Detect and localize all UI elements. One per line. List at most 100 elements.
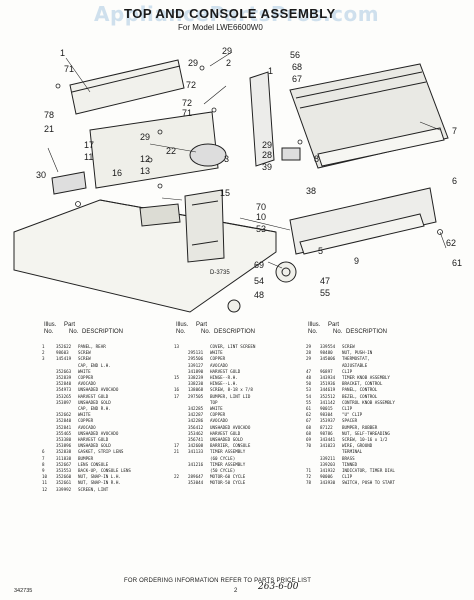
callout-78: 78 [44,110,55,120]
illus-no-cell: 72 [306,474,312,480]
illus-no-cell: 29 [306,356,312,362]
description-cell: SPACER [342,418,358,424]
callout-38: 38 [306,186,317,196]
table-row: ADJUSTABLE [306,363,395,369]
callout-39: 39 [262,162,273,172]
description-cell: SCREW, 10-16 x 1/2 [342,437,388,443]
part-no-cell: 338230 [188,381,204,387]
bracket-shape [51,171,87,195]
part-no-cell: 355465 [56,430,72,436]
illus-no-cell: 7 [42,455,45,461]
description-cell: WHITE [78,368,91,374]
description-cell: HINGE--L.H. [210,381,238,387]
description-cell: SCREW, 8-18 x 7/8 [210,387,253,393]
header-part: Part [328,322,340,328]
part-no-cell: 342608 [188,443,204,449]
callout-16: 16 [112,168,123,178]
description-cell: PANEL, CONTROL [342,387,378,393]
illus-no-cell: 13 [174,344,180,349]
illus-no-cell: 6 [42,449,45,455]
description-cell: AVOCADO [210,362,228,368]
description-cell: AVOCADO [210,418,228,424]
part-no-cell: 295506 [188,356,204,362]
description-cell: NUT, SNAP-IN R.H. [78,480,121,486]
description-cell: HARVEST GOLD [78,437,109,443]
part-no-cell: 341932 [320,468,336,474]
callout-13: 13 [140,166,151,176]
callout-30: 30 [36,170,47,180]
ordering-note: FOR ORDERING INFORMATION REFER TO PARTS … [124,578,312,584]
console-lens-shape [317,127,445,167]
illus-no-cell: 16 [174,387,180,393]
part-no-cell: 341133 [188,449,204,455]
callout-47: 47 [320,276,331,286]
illus-no-cell: 29 [306,344,312,349]
header-illus: Illus. [176,322,189,328]
illus-no-cell: 55 [306,399,312,405]
part-no-cell: 352662 [56,412,72,418]
table-row: CAP, END L.H. [42,363,131,369]
description-cell: AVOCADO [78,381,96,387]
description-cell: (50 CYCLE) [210,468,236,474]
callout-28: 28 [262,150,273,160]
part-no-cell: 352512 [320,393,336,399]
console-barrier-shape [89,111,219,189]
description-cell: CLIP [342,406,353,412]
illus-no-cell: 53 [306,387,312,393]
callout-1b: 1 [268,66,274,76]
part-no-cell: 344619 [320,387,336,393]
callout-17: 17 [84,140,95,150]
part-no-cell: 145419 [56,356,72,362]
description-cell: HARVEST GOLD [210,430,241,436]
part-no-cell: 351936 [320,381,336,387]
description-cell: COPPER [78,418,94,424]
document-code: 342735 [14,588,33,594]
page-number: 2 [234,588,238,594]
callout-48: 48 [254,290,265,300]
illus-no-cell: 21 [174,449,180,455]
description-cell: AVOCADO [78,424,96,430]
description-cell: SCREEN, LINT [78,486,109,492]
description-cell: NUT, SELF-THREADING [342,430,390,436]
description-cell: BUMPER, LINT LID [210,393,251,399]
illus-no-cell: 68 [306,430,312,436]
header-illus: Illus. [44,322,57,328]
header-no: No. [44,329,54,335]
callout-71: 71 [64,64,75,74]
rear-panel-shape [69,59,185,115]
description-cell: UNSHADED AVOCADO [78,387,119,393]
part-no-cell: 96897 [320,368,333,374]
description-cell: BRASS [342,455,355,461]
part-no-cell: 352841 [56,424,72,430]
console-bracket-shape [249,71,275,167]
illus-no-cell: 70 [306,443,312,449]
part-no-cell: 297505 [188,393,204,399]
description-cell: NUT, PUSH-IN [342,350,373,356]
callout-72a: 72 [186,80,197,90]
description-cell: INDICATOR, TIMER DIAL [342,468,395,474]
callout-72b: 72 [182,98,193,108]
callout-21: 21 [44,124,55,134]
illus-no-cell: 1 [42,344,45,349]
description-cell: CAP, END L.H. [78,362,111,368]
